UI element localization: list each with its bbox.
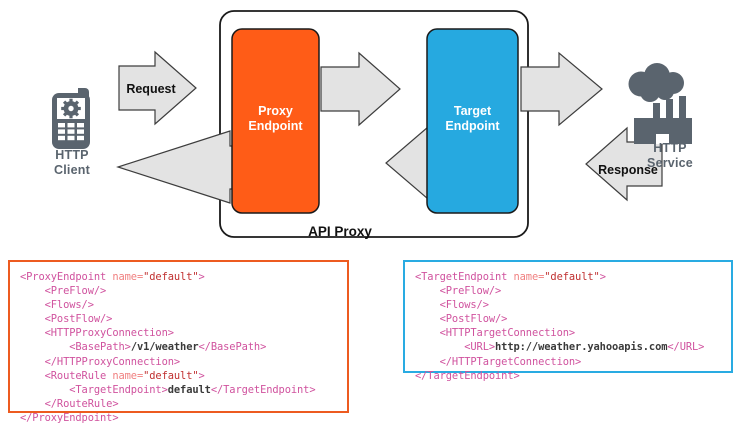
code-token-tag: > (198, 271, 205, 283)
http-service-label: HTTP Service (626, 141, 714, 171)
code-line: <URL>http://weather.yahooapis.com</URL> (415, 340, 731, 354)
code-token-tag: <PreFlow/> (44, 285, 107, 298)
code-token-tag: </URL> (667, 341, 705, 354)
code-line: <Flows/> (20, 298, 347, 312)
code-token-sp (20, 285, 45, 297)
code-token-sp (20, 370, 45, 382)
api-proxy-container-label: API Proxy (308, 224, 372, 239)
api-proxy-diagram: Request Response Proxy Endpoint Target E… (52, 10, 692, 239)
code-line: <BasePath>/v1/weather</BasePath> (20, 340, 347, 354)
target-endpoint-code-block[interactable]: <TargetEndpoint name="default"> <PreFlow… (403, 260, 733, 382)
code-line: </HTTPTargetConnection> (415, 355, 731, 369)
code-token-tag: <HTTPProxyConnection> (44, 327, 174, 340)
code-token-sp (20, 299, 45, 311)
code-token-sp (20, 327, 45, 339)
code-token-tag: <RouteRule (44, 369, 113, 382)
code-line: <PreFlow/> (415, 284, 731, 298)
target-to-service-arrow (520, 51, 603, 127)
code-line: </ProxyEndpoint> (20, 411, 347, 425)
code-line: </RouteRule> (20, 397, 347, 411)
code-token-tag: </HTTPTargetConnection> (439, 355, 582, 368)
http-client-label: HTTP Client (28, 148, 116, 178)
code-token-attr: name= (513, 271, 545, 283)
target-endpoint-label-line2: Endpoint (445, 119, 500, 133)
code-token-sp (415, 313, 440, 325)
proxy-endpoint-box[interactable] (231, 28, 320, 214)
code-token-sp (415, 299, 440, 311)
code-line: </TargetEndpoint> (415, 369, 731, 383)
factory-cloud-icon (628, 63, 692, 144)
target-endpoint-box[interactable] (426, 28, 519, 214)
response-arrow (585, 126, 663, 202)
code-token-tag: <Flows/> (44, 299, 94, 312)
code-token-attr: name= (112, 369, 144, 382)
code-token-sp (415, 285, 440, 297)
response-arrow-label: Response (598, 163, 658, 177)
code-token-tag: </TargetEndpoint> (210, 383, 316, 396)
mobile-phone-icon (52, 88, 90, 149)
code-token-val: "default" (544, 271, 600, 283)
code-token-tag: <PreFlow/> (439, 285, 502, 298)
code-token-tag: <PostFlow/> (439, 313, 508, 326)
target-endpoint-label-line1: Target (454, 104, 492, 118)
proxy-endpoint-label-line2: Endpoint (248, 119, 303, 133)
code-token-sp (20, 313, 45, 325)
code-token-tag: > (599, 271, 606, 283)
code-line: <PostFlow/> (415, 312, 731, 326)
code-token-tag: <TargetEndpoint (415, 271, 514, 283)
code-token-txt: default (167, 383, 211, 396)
code-line: <HTTPProxyConnection> (20, 326, 347, 340)
code-token-txt: /v1/weather (130, 341, 199, 354)
code-token-sp (20, 384, 69, 396)
code-token-tag: <HTTPTargetConnection> (439, 327, 576, 340)
code-token-tag: <BasePath> (69, 341, 131, 354)
code-token-tag: </BasePath> (198, 341, 267, 354)
code-token-sp (415, 341, 464, 353)
code-token-sp (20, 341, 69, 353)
code-line: <ProxyEndpoint name="default"> (20, 270, 347, 284)
code-line: <TargetEndpoint>default</TargetEndpoint> (20, 383, 347, 397)
code-token-tag: <TargetEndpoint> (69, 383, 168, 396)
code-token-tag: </ProxyEndpoint> (20, 411, 119, 424)
code-token-sp (20, 398, 45, 410)
code-token-val: "default" (143, 369, 199, 382)
code-line: <PreFlow/> (20, 284, 347, 298)
code-line: <HTTPTargetConnection> (415, 326, 731, 340)
proxy-to-target-arrow (320, 51, 401, 127)
code-token-tag: <ProxyEndpoint (20, 271, 113, 283)
code-line: <TargetEndpoint name="default"> (415, 270, 731, 284)
http-service-label-line1: HTTP (653, 141, 687, 155)
code-token-sp (415, 327, 440, 339)
code-token-sp (415, 356, 440, 368)
code-token-tag: > (198, 369, 205, 382)
code-token-tag: <Flows/> (439, 299, 489, 312)
proxy-endpoint-code-block[interactable]: <ProxyEndpoint name="default"> <PreFlow/… (8, 260, 349, 424)
request-arrow-label: Request (126, 82, 176, 96)
code-token-tag: </RouteRule> (44, 397, 119, 410)
http-client-label-line1: HTTP (55, 148, 89, 162)
code-line: <PostFlow/> (20, 312, 347, 326)
http-service-label-line2: Service (647, 156, 693, 170)
code-token-sp (20, 356, 45, 368)
code-line: <Flows/> (415, 298, 731, 312)
code-token-tag: <PostFlow/> (44, 313, 113, 326)
code-line: <RouteRule name="default"> (20, 369, 347, 383)
proxy-endpoint-label-line1: Proxy (258, 104, 293, 118)
code-token-txt: http://weather.yahooapis.com (495, 341, 668, 354)
code-token-tag: <URL> (464, 341, 496, 354)
http-client-label-line2: Client (54, 163, 90, 177)
code-token-val: "default" (143, 271, 199, 283)
code-line: </HTTPProxyConnection> (20, 355, 347, 369)
code-token-tag: </HTTPProxyConnection> (44, 355, 181, 368)
request-arrow (118, 50, 197, 126)
code-token-attr: name= (112, 271, 144, 283)
code-token-tag: </TargetEndpoint> (415, 369, 520, 382)
